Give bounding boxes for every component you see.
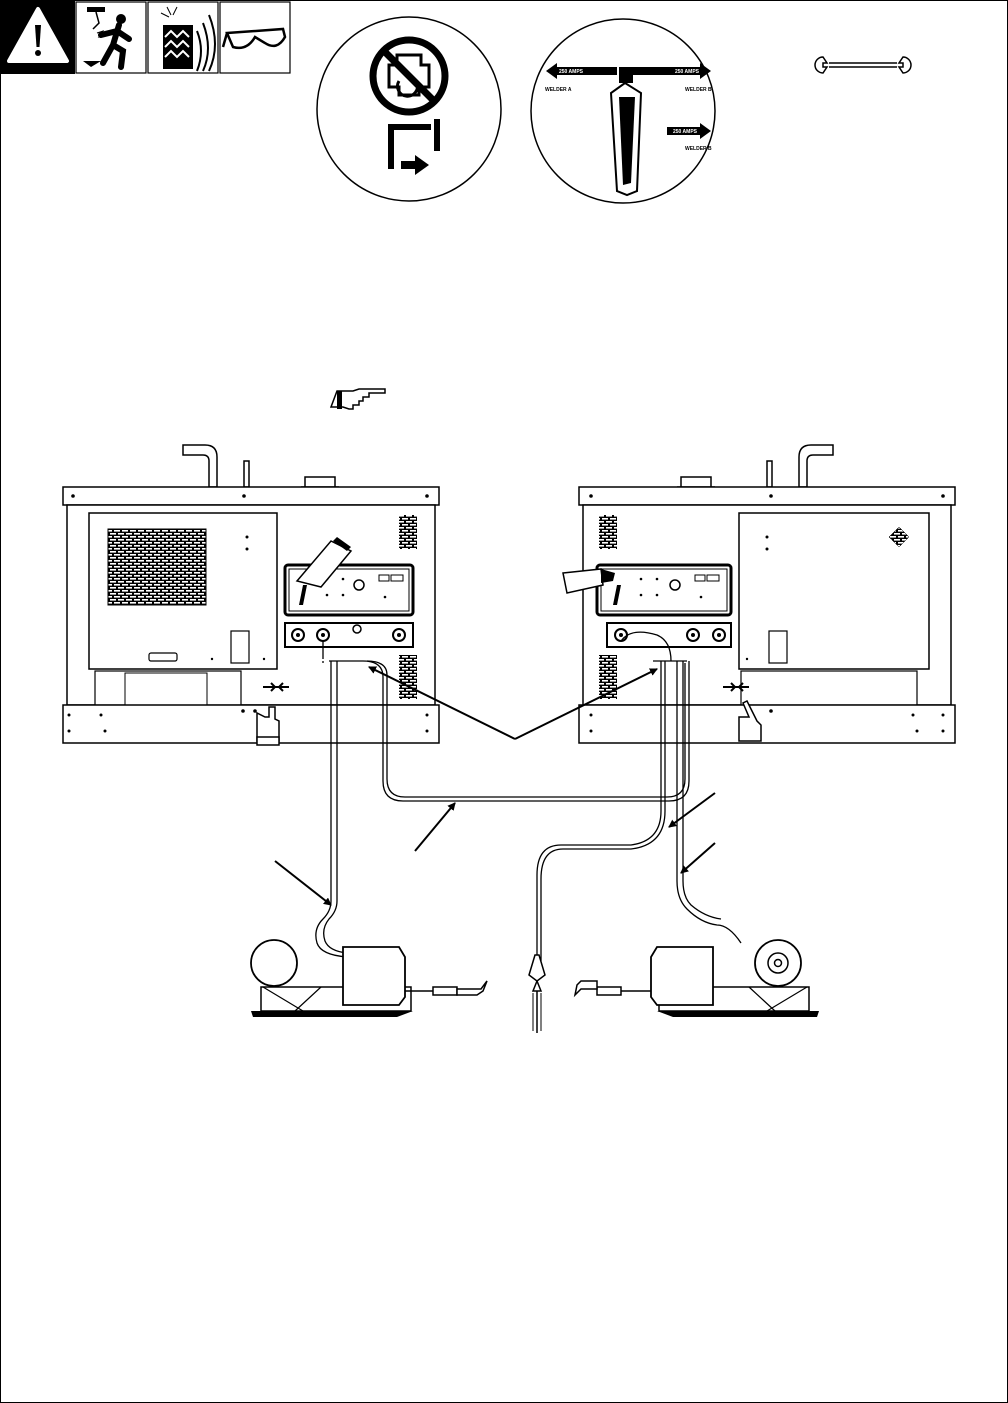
amps-label-right: 250 AMPS <box>675 69 700 75</box>
pointing-hand-icon <box>331 389 385 409</box>
engine-stop-circle <box>317 17 501 201</box>
wire-feeder-right <box>575 940 819 1017</box>
welder-b-lower-label: WELDER B <box>685 146 712 152</box>
welder-generator-right <box>563 445 955 743</box>
electric-shock-icon <box>76 2 146 73</box>
wrench-icon <box>815 57 911 73</box>
amps-label-left: 250 AMPS <box>559 69 584 75</box>
hazard-icon-strip <box>1 1 290 74</box>
wire-feeder-left <box>251 940 487 1017</box>
welder-a-label: WELDER A <box>545 87 572 93</box>
welder-b-label: WELDER B <box>685 87 712 93</box>
warning-icon <box>1 1 75 74</box>
amps-label-lower: 250 AMPS <box>673 129 698 135</box>
hot-parts-icon <box>148 2 218 73</box>
safety-glasses-icon <box>220 2 290 73</box>
no-engine-running-icon <box>373 40 445 112</box>
work-clamp <box>529 955 545 1033</box>
welder-selector-circle: 250 AMPS 250 AMPS WELDER A WELDER B 250 … <box>531 19 715 203</box>
